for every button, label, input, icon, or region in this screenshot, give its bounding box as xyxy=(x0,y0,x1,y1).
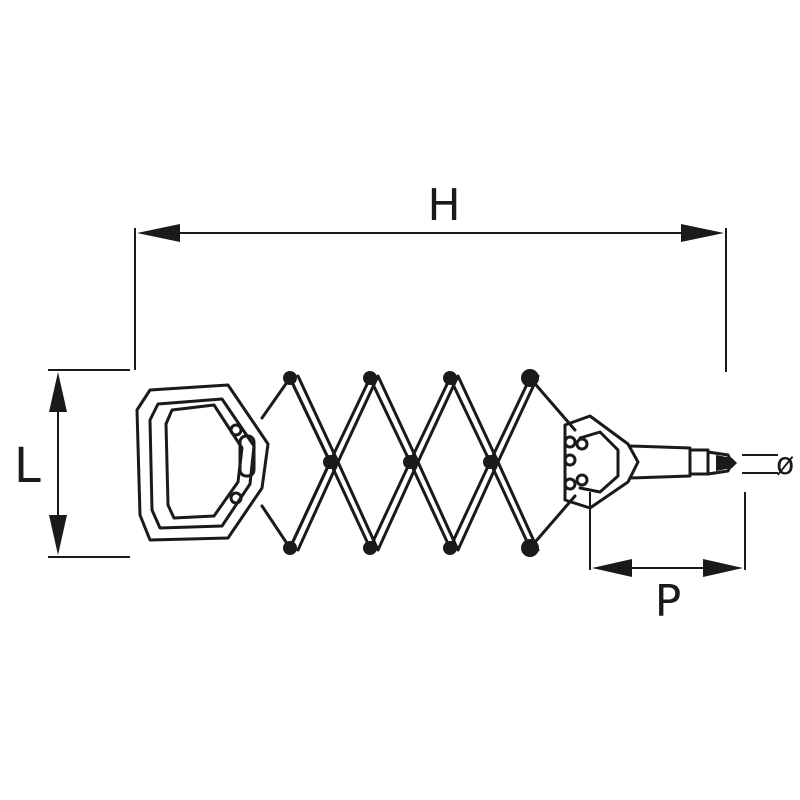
tool-head xyxy=(563,414,737,510)
pivot-middle-3 xyxy=(483,455,497,469)
dimension-p-label: P xyxy=(655,576,682,627)
linkage-to-head-top xyxy=(528,376,577,432)
pivot-lower-1 xyxy=(283,541,297,555)
head-rivet-1 xyxy=(563,435,577,449)
handle-rivet-bottom xyxy=(229,491,243,505)
nozzle-collar xyxy=(688,448,710,476)
scissor-linkage xyxy=(260,369,577,557)
handle-outer xyxy=(135,383,270,542)
dimension-l-label: L xyxy=(14,438,41,494)
linkage-upper-zigzag xyxy=(288,376,532,464)
pivot-upper-3 xyxy=(443,371,457,385)
pivot-middle-1 xyxy=(323,455,337,469)
dimension-diameter: ø xyxy=(742,447,794,482)
pivot-upper-4 xyxy=(521,369,539,387)
pivot-upper-1 xyxy=(283,371,297,385)
handle xyxy=(135,383,270,542)
head-body xyxy=(563,414,640,510)
handle-grip xyxy=(164,403,244,520)
head-body-inner xyxy=(578,430,620,494)
head-rivet-2 xyxy=(575,437,589,451)
pivot-middle-2 xyxy=(403,455,417,469)
dimension-h-label: H xyxy=(427,180,460,231)
head-rivet-3 xyxy=(563,453,577,467)
dimension-l: L xyxy=(14,369,130,558)
dimension-l-arrow-bottom xyxy=(49,515,67,555)
pivot-lower-4 xyxy=(521,539,539,557)
linkage-upper-zigzag-offset xyxy=(296,374,540,464)
dimension-p: P xyxy=(589,492,746,627)
diameter-label: ø xyxy=(776,447,794,482)
nozzle-tip-fill xyxy=(716,455,737,471)
dimension-h-arrow-left xyxy=(137,224,180,242)
handle-inner-rim xyxy=(148,397,256,530)
dimension-h: H xyxy=(134,180,727,372)
head-rivet-4 xyxy=(575,473,589,487)
dimension-l-arrow-top xyxy=(49,372,67,412)
dimension-h-arrow-right xyxy=(681,224,724,242)
handle-slot xyxy=(238,434,256,478)
head-rivet-5 xyxy=(563,477,577,491)
dimension-p-arrow-left xyxy=(592,559,632,577)
pivot-lower-2 xyxy=(363,541,377,555)
dimension-p-arrow-right xyxy=(703,559,743,577)
pivot-lower-3 xyxy=(443,541,457,555)
linkage-segment-1 xyxy=(260,376,332,550)
pivot-upper-2 xyxy=(363,371,377,385)
linkage-lower-zigzag-offset xyxy=(296,460,540,552)
linkage-to-head-bottom xyxy=(528,494,577,550)
linkage-lower-zigzag xyxy=(288,460,532,550)
handle-rivet-top xyxy=(229,423,243,437)
